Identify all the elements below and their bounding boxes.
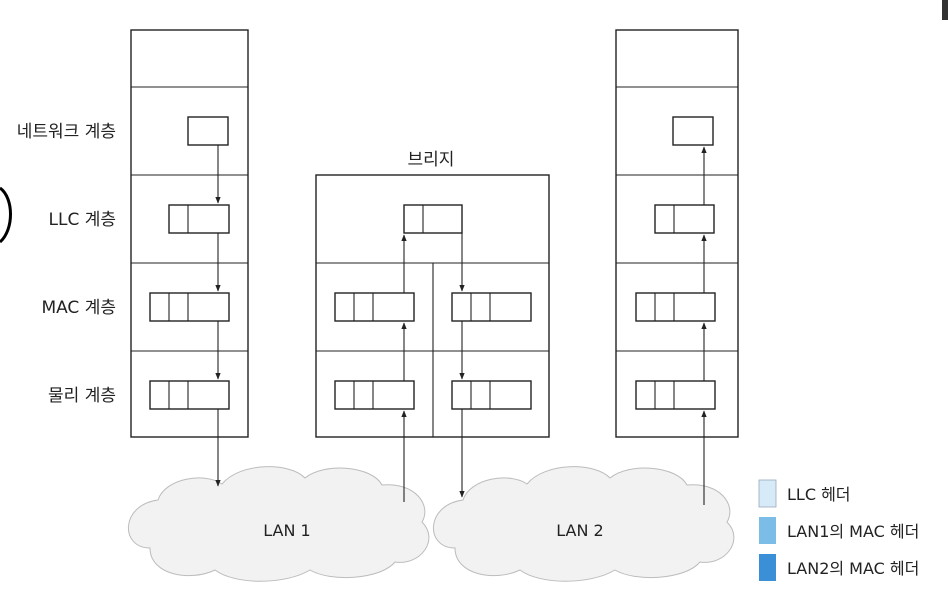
- packet-left-network: [187, 116, 229, 146]
- legend-label-lan1-mac: LAN1의 MAC 헤더: [787, 522, 919, 541]
- packet-bridge-llc: [403, 204, 463, 234]
- layer-label-llc: LLC 계층: [49, 210, 117, 230]
- legend-swatch-llc: [758, 479, 777, 508]
- packet-bridge-mac-lan1: [334, 292, 415, 322]
- layer-label-mac: MAC 계층: [41, 298, 116, 318]
- lan2-label: LAN 2: [556, 521, 603, 540]
- lan1-cloud: [127, 466, 430, 582]
- packet-left-physical: [149, 380, 230, 410]
- packet-right-physical: [635, 380, 716, 410]
- lan2-cloud: [432, 466, 735, 582]
- packet-bridge-mac-lan2: [451, 292, 532, 322]
- legend: LLC 헤더 LAN1의 MAC 헤더 LAN2의 MAC 헤더: [758, 479, 919, 581]
- layer-label-physical: 물리 계층: [48, 386, 116, 406]
- packet-right-network: [672, 116, 714, 146]
- lan1-label: LAN 1: [263, 521, 310, 540]
- packet-left-mac: [149, 292, 230, 322]
- packet-bridge-physical-lan2: [451, 380, 532, 410]
- legend-label-llc: LLC 헤더: [787, 485, 851, 504]
- packet-right-mac: [635, 292, 716, 322]
- edge-bracket-artifact: [0, 186, 12, 244]
- packet-bridge-physical-lan1: [334, 380, 415, 410]
- edge-bar-artifact: [942, 0, 948, 20]
- bridge-label: 브리지: [408, 150, 455, 170]
- packet-right-llc: [654, 204, 715, 234]
- legend-label-lan2-mac: LAN2의 MAC 헤더: [787, 559, 919, 578]
- legend-swatch-lan1-mac: [759, 517, 776, 544]
- layer-label-network: 네트워크 계층: [17, 122, 116, 142]
- packet-left-llc: [168, 204, 230, 234]
- legend-swatch-lan2-mac: [759, 554, 776, 581]
